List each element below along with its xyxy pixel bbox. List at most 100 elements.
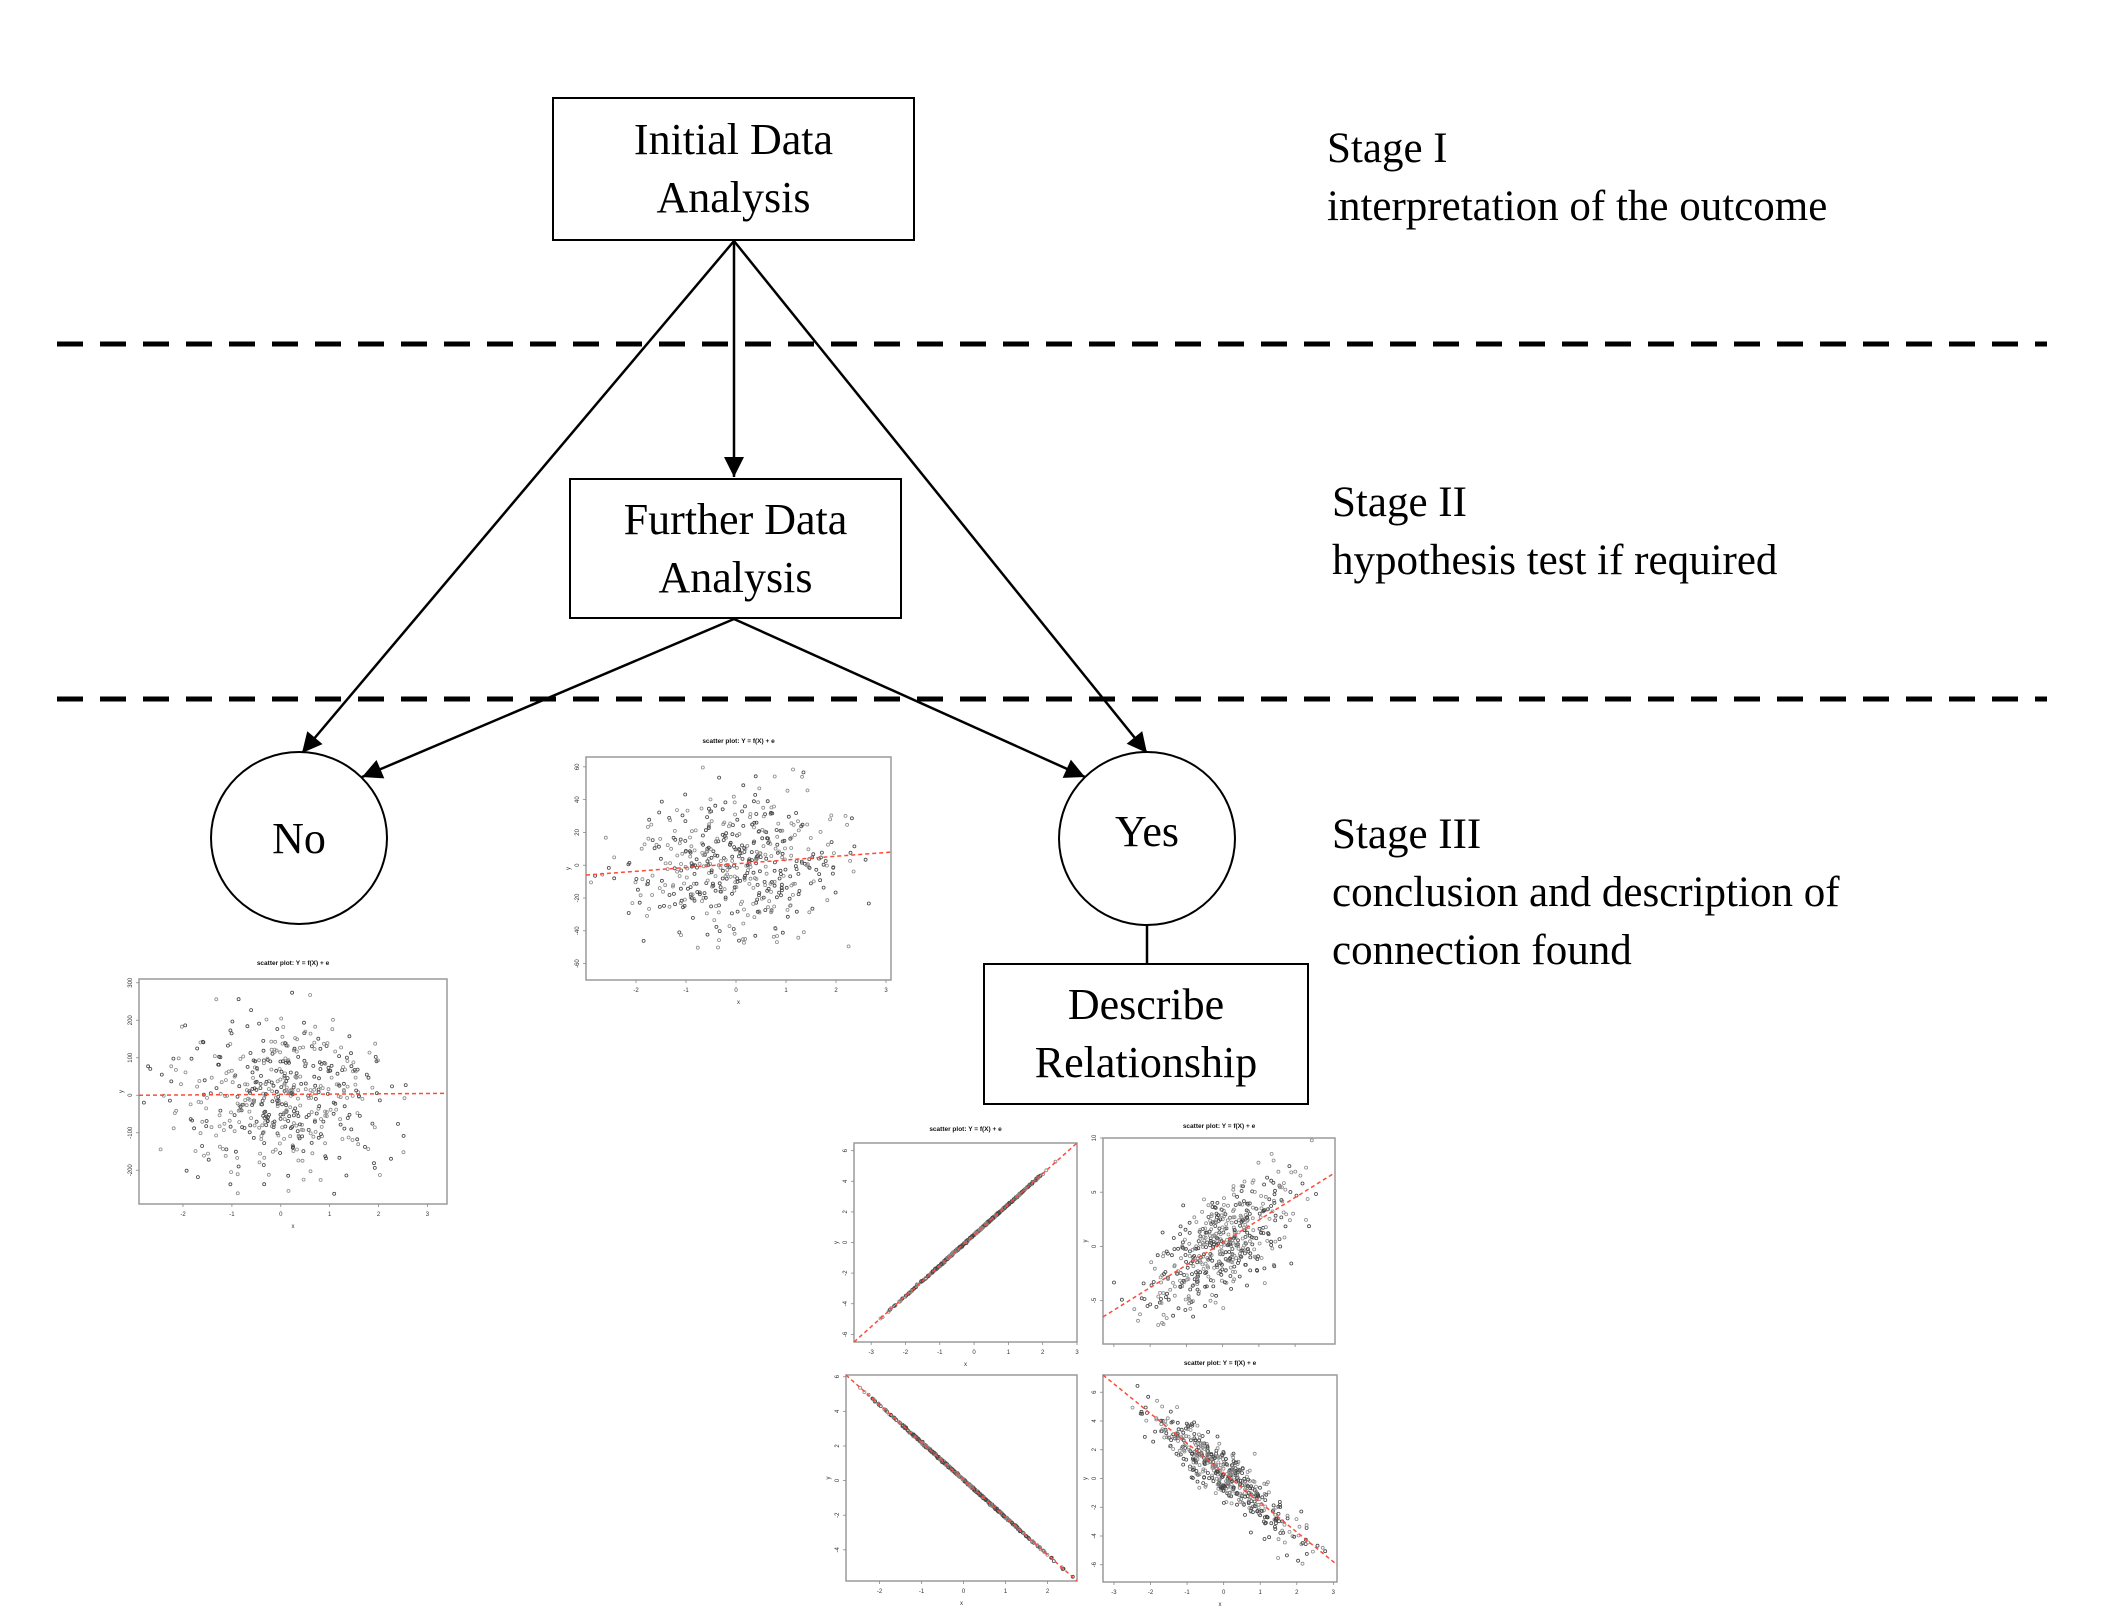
data-point — [1205, 1449, 1209, 1454]
data-point — [294, 1123, 299, 1128]
data-point — [1207, 1476, 1211, 1481]
data-point — [893, 1303, 898, 1308]
data-point — [1231, 1468, 1236, 1473]
y-tick-label: 0 — [575, 863, 581, 867]
data-point — [318, 1067, 323, 1071]
data-point — [721, 838, 726, 842]
data-point — [301, 1177, 306, 1182]
data-point — [1274, 1505, 1279, 1510]
data-point — [340, 1137, 345, 1141]
data-point — [1229, 1494, 1234, 1499]
data-point — [1259, 1256, 1264, 1260]
data-point — [338, 1117, 343, 1122]
data-point — [677, 930, 682, 935]
data-point — [737, 847, 741, 851]
data-point — [284, 1103, 289, 1108]
data-point — [252, 1098, 256, 1103]
data-point — [1132, 1307, 1137, 1312]
x-axis-label: x — [737, 1000, 740, 1006]
data-point — [1269, 1239, 1274, 1244]
data-point — [763, 864, 768, 869]
data-point — [723, 897, 728, 902]
data-point — [354, 1088, 359, 1093]
data-point — [1191, 1283, 1196, 1288]
data-point — [745, 871, 750, 875]
data-point — [1212, 1265, 1216, 1270]
data-point — [269, 1080, 274, 1085]
data-point — [265, 1056, 270, 1061]
data-point — [1248, 1255, 1253, 1260]
data-point — [1221, 1488, 1226, 1493]
data-point — [1304, 1551, 1309, 1556]
data-point — [328, 1107, 333, 1112]
data-point — [684, 875, 689, 880]
data-point — [262, 1155, 267, 1160]
data-point — [255, 1067, 260, 1072]
data-point — [1213, 1206, 1218, 1210]
data-point — [675, 869, 679, 874]
data-point — [308, 1031, 313, 1036]
x-tick-label: -2 — [180, 1212, 186, 1218]
data-point — [740, 857, 745, 861]
data-point — [1203, 1484, 1208, 1489]
data-point — [1197, 1438, 1201, 1443]
data-point — [298, 1103, 303, 1108]
data-point — [1130, 1405, 1135, 1410]
data-point — [764, 871, 769, 876]
data-point — [705, 849, 710, 854]
data-point — [364, 1072, 369, 1077]
data-point — [878, 1316, 883, 1321]
data-point — [313, 1024, 318, 1029]
data-point — [745, 913, 750, 918]
data-point — [353, 1075, 358, 1080]
data-point — [1181, 1448, 1186, 1453]
data-point — [1277, 1237, 1282, 1241]
data-point — [828, 817, 833, 822]
data-point — [796, 828, 801, 833]
data-point — [309, 1044, 314, 1049]
data-point — [319, 1117, 323, 1121]
data-point — [1190, 1259, 1195, 1263]
data-point — [199, 1100, 204, 1105]
data-point — [1296, 1558, 1301, 1563]
data-point — [1190, 1272, 1194, 1277]
data-point — [1141, 1281, 1146, 1286]
data-point — [1227, 1472, 1232, 1477]
data-point — [1037, 1545, 1042, 1549]
data-point — [1245, 1484, 1250, 1489]
data-point — [1191, 1476, 1195, 1480]
data-point — [1306, 1540, 1310, 1545]
data-point — [1254, 1207, 1259, 1211]
trend-line — [845, 1374, 1078, 1582]
data-point — [1136, 1318, 1140, 1323]
data-point — [253, 1065, 257, 1070]
data-point — [313, 1097, 318, 1101]
data-point — [778, 872, 783, 876]
data-point — [1192, 1215, 1197, 1220]
data-point — [241, 1054, 246, 1059]
data-point — [1259, 1194, 1264, 1198]
data-point — [306, 1113, 311, 1117]
y-tick-label: 100 — [128, 1052, 134, 1063]
data-point — [657, 886, 662, 891]
data-point — [148, 1067, 153, 1071]
data-point — [247, 1089, 252, 1094]
data-point — [647, 817, 652, 822]
data-point — [1140, 1411, 1145, 1416]
data-point — [703, 895, 708, 900]
data-point — [731, 927, 736, 931]
data-point — [1220, 1485, 1225, 1490]
data-point — [976, 1491, 981, 1495]
data-point — [1237, 1274, 1242, 1279]
data-point — [312, 1047, 317, 1051]
data-point — [740, 843, 744, 848]
data-point — [1252, 1190, 1257, 1194]
data-point — [801, 770, 806, 775]
data-point — [227, 1118, 232, 1123]
plot-title: scatter plot: Y = f(X) + e — [929, 1126, 1002, 1133]
data-point — [1225, 1258, 1230, 1263]
data-point — [1174, 1451, 1179, 1456]
data-point — [589, 880, 593, 885]
data-point — [1290, 1534, 1295, 1539]
data-point — [688, 885, 693, 890]
